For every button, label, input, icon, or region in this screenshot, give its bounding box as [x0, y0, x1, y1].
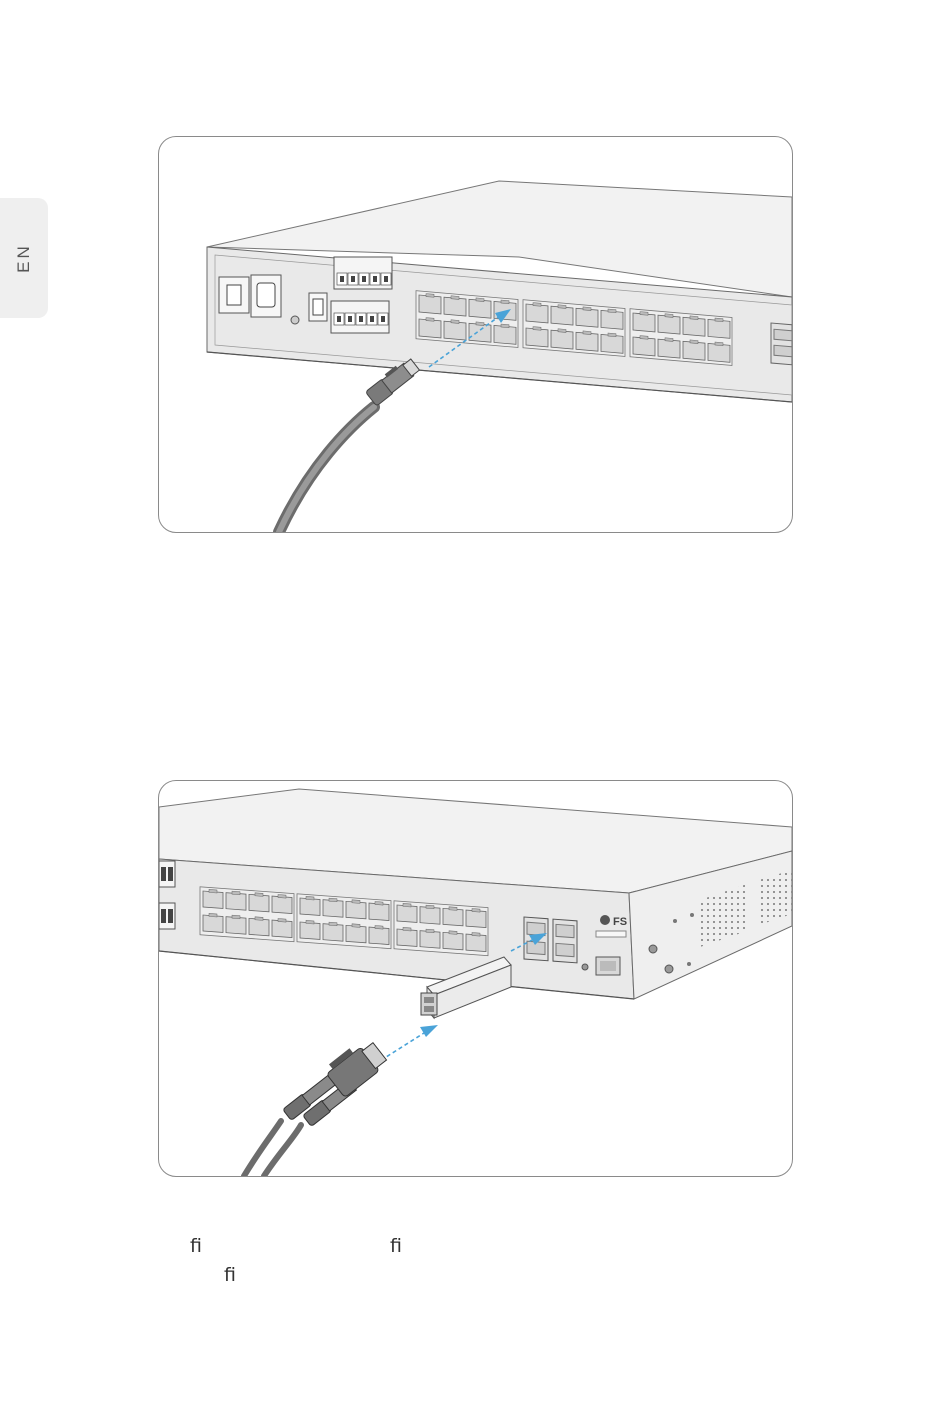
language-tab-label: EN: [14, 243, 34, 273]
language-tab[interactable]: EN: [0, 198, 48, 318]
caption-fragment: fi: [190, 1235, 202, 1257]
caption-fragment: fi: [224, 1264, 236, 1286]
brand-logo-text: FS: [613, 916, 627, 928]
caption-fragment: fi: [390, 1235, 402, 1257]
sfp-module-and-lc-fiber-into-switch-illustration: FS: [158, 780, 793, 1177]
rj45-cable-into-switch-port-illustration: [158, 136, 793, 533]
